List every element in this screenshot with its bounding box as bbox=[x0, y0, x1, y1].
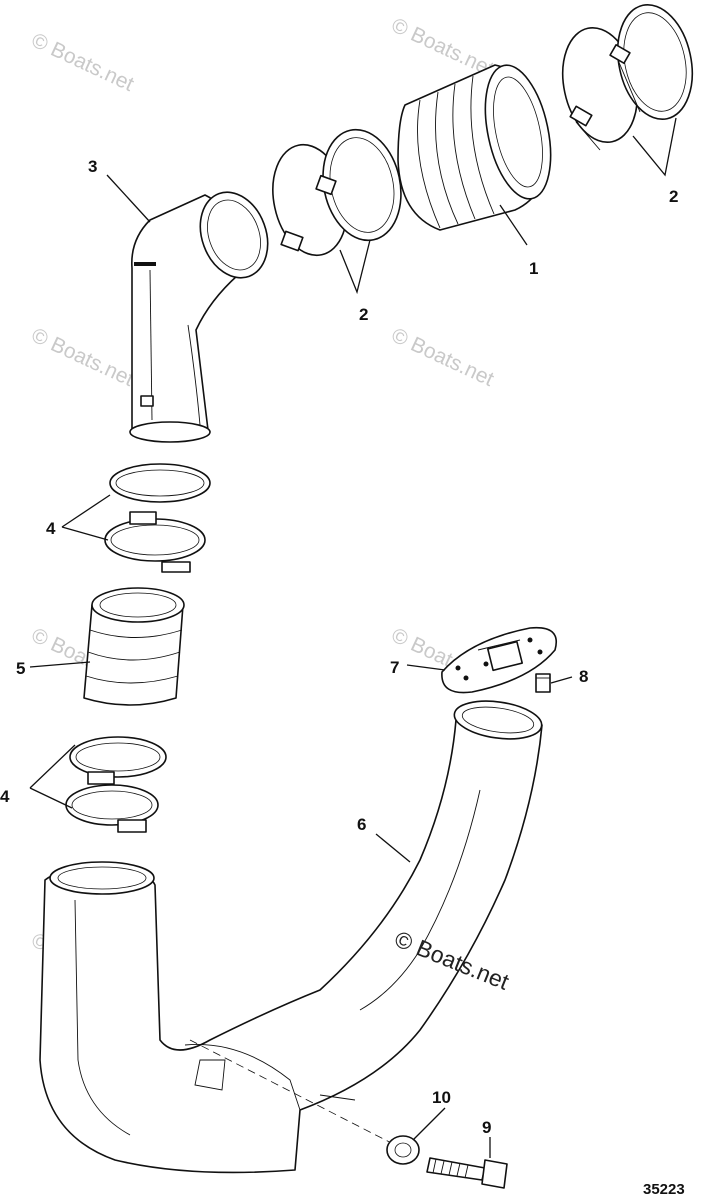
part-clamps-4-upper bbox=[104, 463, 211, 573]
part-clamps-2-middle bbox=[272, 128, 402, 257]
part-elbow-3 bbox=[129, 191, 269, 443]
part-bellows-1 bbox=[397, 64, 552, 231]
callout-4: 4 bbox=[0, 787, 10, 806]
callout-2: 2 bbox=[669, 187, 678, 206]
callout-5: 5 bbox=[16, 659, 25, 678]
part-clamps-2-upper bbox=[561, 3, 694, 151]
callout-2: 2 bbox=[359, 305, 368, 324]
part-bellows-5 bbox=[83, 587, 185, 706]
part-exhaust-tube-6 bbox=[39, 700, 543, 1174]
figure-number: 35223 bbox=[643, 1181, 685, 1198]
watermark: © Boats.net bbox=[388, 324, 498, 391]
part-clamps-4-lower bbox=[65, 736, 167, 833]
callout-6: 6 bbox=[357, 815, 366, 834]
part-plate-7 bbox=[441, 626, 557, 694]
callout-4: 4 bbox=[46, 519, 56, 538]
callout-10: 10 bbox=[432, 1088, 451, 1107]
part-washer-10 bbox=[386, 1135, 420, 1165]
part-block-8 bbox=[535, 673, 551, 693]
callout-7: 7 bbox=[390, 658, 399, 677]
part-bolt-9 bbox=[426, 1157, 508, 1189]
callout-1: 1 bbox=[529, 259, 538, 278]
callout-9: 9 bbox=[482, 1118, 491, 1137]
callout-8: 8 bbox=[579, 667, 588, 686]
leader-lines bbox=[29, 117, 677, 1158]
callouts: 1 2 2 3 4 5 4 6 7 8 9 10 bbox=[0, 157, 678, 1137]
watermark: © Boats.net bbox=[28, 29, 138, 96]
callout-3: 3 bbox=[88, 157, 97, 176]
watermark: © Boats.net bbox=[28, 324, 138, 391]
